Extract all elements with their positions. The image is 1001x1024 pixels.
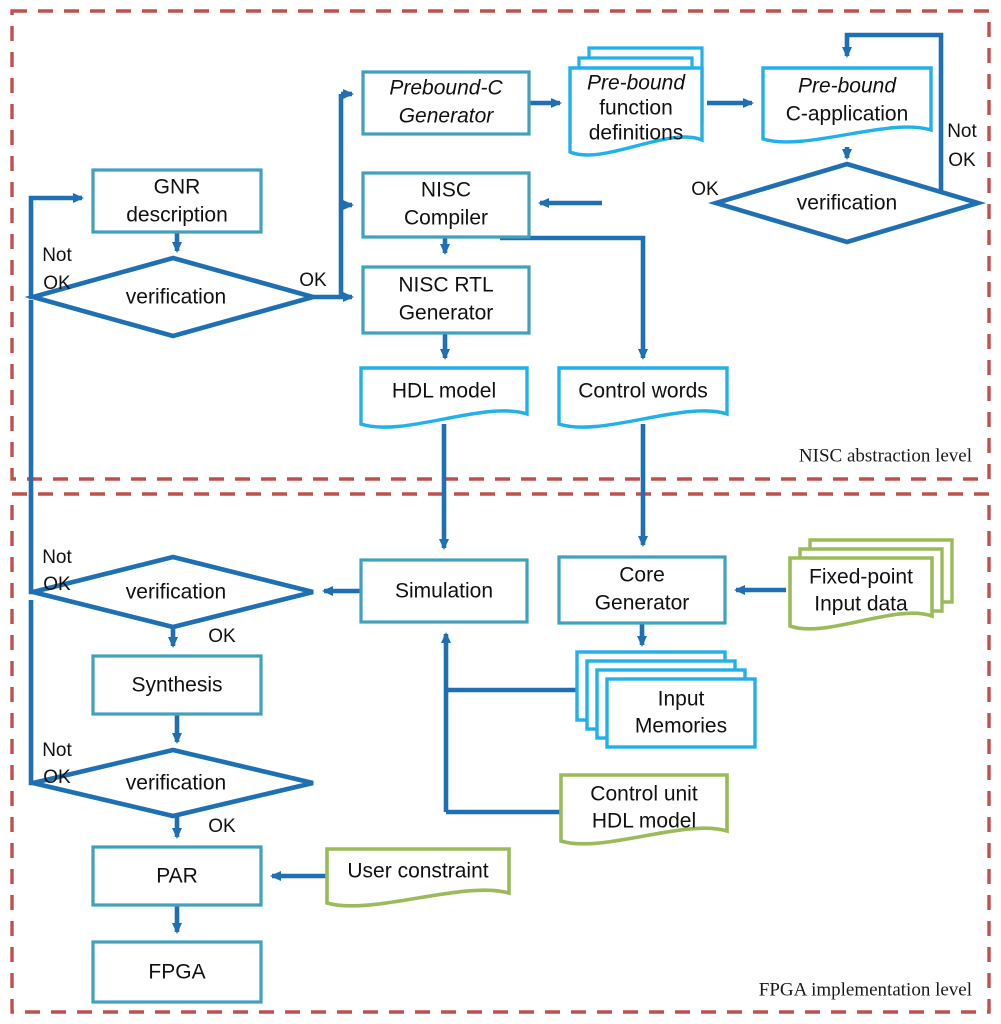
node-label: FPGA (148, 961, 205, 984)
node-label: Fixed-point (809, 566, 913, 589)
node-label: Generator (399, 105, 495, 128)
node-user-constraint[interactable]: User constraint (325, 847, 511, 908)
node-label: Generator (399, 302, 494, 325)
node-label: Input data (814, 593, 908, 616)
node-label: verification (126, 772, 226, 795)
edge-label-sim-not-ok-line2: OK (43, 574, 71, 595)
node-label: Control words (578, 380, 708, 403)
node-control-unit-hdl-model[interactable]: Control unit HDL model (559, 773, 729, 846)
node-label: Generator (595, 592, 690, 615)
edge-label-gnr-not-ok-line2: OK (43, 273, 71, 294)
edge-memories-ctrlhdl-to-simulation (441, 632, 577, 815)
edge-label-capp-not-ok-line2: OK (948, 150, 976, 171)
node-label: Prebound-C (389, 77, 503, 100)
node-label: verification (126, 581, 226, 604)
zone-label-nisc: NISC abstraction level (799, 445, 972, 466)
node-control-words[interactable]: Control words (557, 366, 729, 429)
edge-gnr-ok-trunk (313, 89, 354, 302)
zone-fpga-implementation: FPGA implementation level (10, 492, 991, 1014)
node-verification-gnr[interactable]: verification (24, 255, 322, 339)
node-label: Synthesis (131, 674, 222, 697)
node-label: GNR (154, 176, 201, 199)
node-input-memories[interactable]: Input Memories (575, 650, 757, 749)
node-prebound-c-generator[interactable]: Prebound-C Generator (361, 70, 531, 136)
node-label: Input (658, 688, 705, 711)
node-label: User constraint (347, 860, 488, 883)
edge-label-synth-not-ok-line2: OK (43, 767, 71, 788)
node-label: HDL model (392, 380, 496, 403)
node-nisc-compiler[interactable]: NISC Compiler (361, 171, 531, 239)
node-label: description (126, 204, 228, 227)
node-label: verification (126, 286, 226, 309)
node-verification-simulation[interactable]: verification (32, 554, 314, 630)
node-nisc-rtl-generator[interactable]: NISC RTL Generator (361, 265, 531, 335)
node-fixed-point-input-data[interactable]: Fixed-point Input data (788, 538, 954, 631)
node-label: Compiler (404, 207, 488, 230)
node-label: Core (619, 564, 665, 587)
node-label: HDL model (592, 810, 696, 833)
edge-label-synth-ok: OK (208, 816, 236, 837)
edge-label-capp-not-ok-line1: Not (947, 121, 977, 142)
edge-label-sim-not-ok-line1: Not (42, 547, 72, 568)
node-simulation[interactable]: Simulation (359, 558, 529, 624)
node-core-generator[interactable]: Core Generator (557, 555, 727, 625)
edge-label-gnr-not-ok-line1: Not (42, 245, 72, 266)
edge-label-sim-ok: OK (208, 626, 236, 647)
node-label: definitions (589, 122, 684, 145)
node-verification-c-application[interactable]: verification (707, 161, 987, 245)
edge-sim-not-ok (28, 300, 34, 595)
node-hdl-model[interactable]: HDL model (359, 366, 529, 429)
edge-labels: Not OK OK Not OK OK Not OK OK Not OK OK (42, 121, 977, 837)
node-label: Pre-bound (587, 72, 686, 95)
edge-label-gnr-ok: OK (299, 270, 327, 291)
node-label: PAR (156, 865, 198, 888)
node-label: NISC RTL (398, 274, 493, 297)
edge-label-synth-not-ok-line1: Not (42, 740, 72, 761)
node-prebound-c-application[interactable]: Pre-bound C-application (761, 66, 933, 144)
node-label: NISC (421, 179, 471, 202)
node-label: Simulation (395, 580, 493, 603)
zone-nisc-abstraction: NISC abstraction level (10, 9, 991, 481)
node-par[interactable]: PAR (91, 845, 263, 907)
edge-compiler-to-controlwords (500, 235, 648, 360)
zone-label-fpga: FPGA implementation level (759, 979, 972, 1000)
node-label: Memories (635, 715, 727, 738)
node-label: function (599, 97, 673, 120)
node-verification-synthesis[interactable]: verification (32, 747, 314, 819)
node-label: verification (797, 192, 897, 215)
edge-label-capp-ok: OK (691, 179, 719, 200)
node-fpga[interactable]: FPGA (91, 940, 263, 1004)
edge-synth-not-ok (28, 600, 34, 786)
node-prebound-function-definitions[interactable]: Pre-bound function definitions (568, 46, 704, 157)
node-label: Pre-bound (798, 75, 897, 98)
node-gnr-description[interactable]: GNR description (91, 168, 263, 234)
node-synthesis[interactable]: Synthesis (91, 654, 263, 716)
node-label: C-application (786, 103, 909, 126)
node-label: Control unit (590, 783, 698, 806)
